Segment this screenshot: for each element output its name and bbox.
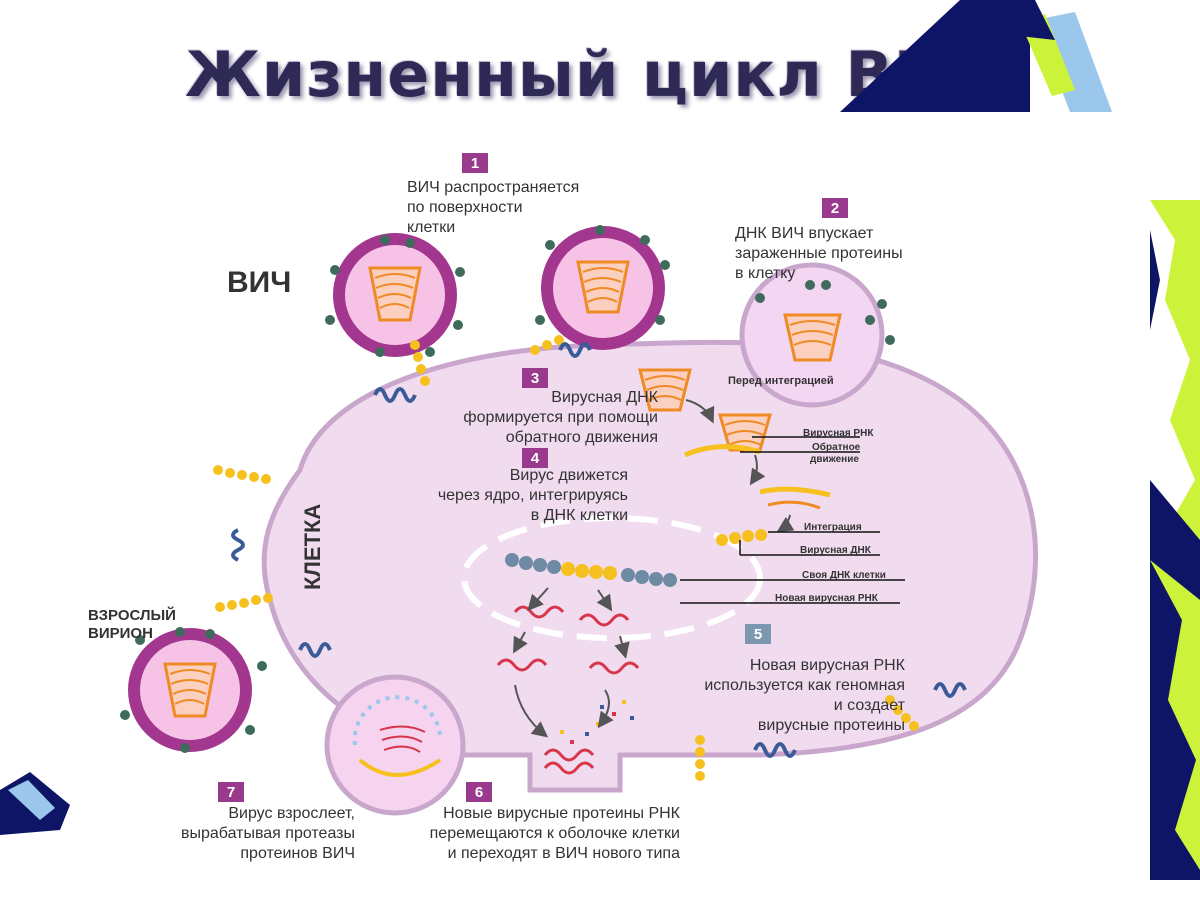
step-5-caption-line: вирусные протеины (758, 717, 905, 734)
step-2-badge (822, 198, 848, 218)
step-4-badge (522, 448, 548, 468)
integration-label: Интеграция (804, 522, 862, 533)
step-2-caption-line: в клетку (735, 265, 795, 282)
receptor-squiggles (231, 342, 967, 758)
step-2-caption-line: ДНК ВИЧ впускает (735, 225, 874, 242)
step-5-caption-line: и создает (834, 697, 906, 714)
decorative-right-edge (1150, 180, 1200, 880)
step-2-number: 2 (831, 200, 839, 217)
hiv-label: ВИЧ (227, 266, 291, 299)
step-5-badge (745, 624, 771, 644)
step-7-badge (218, 782, 244, 802)
nucleus-outline (461, 515, 763, 641)
mature-virion-label-line2: ВИРИОН (88, 625, 153, 642)
budding-virion-membrane (324, 674, 466, 816)
step-1-number: 1 (471, 155, 479, 172)
reverse-motion-label-line2: движение (810, 454, 859, 465)
viral-dna-label: Вирусная ДНК (800, 545, 872, 556)
step-4-caption-line: в ДНК клетки (531, 507, 628, 524)
reverse-transcription-graphics (638, 368, 831, 546)
own-dna-label: Своя ДНК клетки (802, 570, 886, 581)
hiv-virion-1 (325, 233, 465, 357)
reverse-motion-label-line1: Обратное (812, 441, 861, 453)
step-1-caption-line: по поверхности (407, 199, 523, 216)
step-4-number: 4 (531, 450, 540, 467)
step-6-caption-line: и переходят в ВИЧ нового типа (448, 845, 680, 862)
step-5-caption-line: Новая вирусная РНК (750, 657, 906, 674)
protein-chains (213, 335, 919, 781)
step-3-caption-line: Вирусная ДНК (551, 389, 658, 406)
process-arrows (513, 399, 795, 738)
step-6-caption-line: перемещаются к оболочке клетки (430, 825, 680, 842)
mature-virion (120, 627, 267, 753)
callout-lines (680, 436, 905, 604)
step-6-number: 6 (475, 784, 483, 801)
mature-virion-label-line1: ВЗРОСЛЫЙ (88, 606, 176, 624)
step-2-caption-line: зараженные протеины (735, 245, 903, 262)
step-4-caption-line: Вирус движется (510, 467, 628, 484)
new-viral-rna-label: Новая вирусная РНК (775, 593, 879, 604)
step-7-caption-line: вырабатывая протеазы (181, 825, 355, 842)
integrated-dna-chain (505, 553, 677, 587)
decorative-corner-top-right (840, 0, 1112, 112)
step-4-caption-line: через ядро, интегрируясь (438, 487, 628, 504)
step-6-caption-line: Новые вирусные протеины РНК (443, 805, 681, 822)
new-rna-strands (496, 605, 640, 775)
budding-virion-contents (352, 695, 442, 777)
before-integration-label: Перед интеграцией (728, 375, 834, 387)
step-7-caption-line: Вирус взрослеет, (228, 805, 355, 822)
step-3-number: 3 (531, 370, 539, 387)
hiv-virion-2 (535, 225, 670, 350)
step-3-badge (522, 368, 548, 388)
step-5-caption-line: используется как геномная (704, 677, 905, 694)
cell-label: КЛЕТКА (300, 504, 325, 590)
step-6-badge (466, 782, 492, 802)
decorative-left-corner (0, 772, 70, 835)
entering-virion-capsid (755, 280, 895, 362)
step-7-number: 7 (227, 784, 235, 801)
step-1-caption-line: клетки (407, 219, 455, 236)
step-1-badge (462, 153, 488, 173)
step-3-caption-line: формируется при помощи (463, 409, 658, 426)
step-1-caption-line: ВИЧ распространяется (407, 179, 579, 196)
step-7-caption-line: протеинов ВИЧ (240, 845, 355, 862)
step-5-number: 5 (754, 626, 762, 643)
step-3-caption-line: обратного движения (506, 429, 658, 446)
viral-rna-label: Вирусная РНК (803, 428, 874, 439)
